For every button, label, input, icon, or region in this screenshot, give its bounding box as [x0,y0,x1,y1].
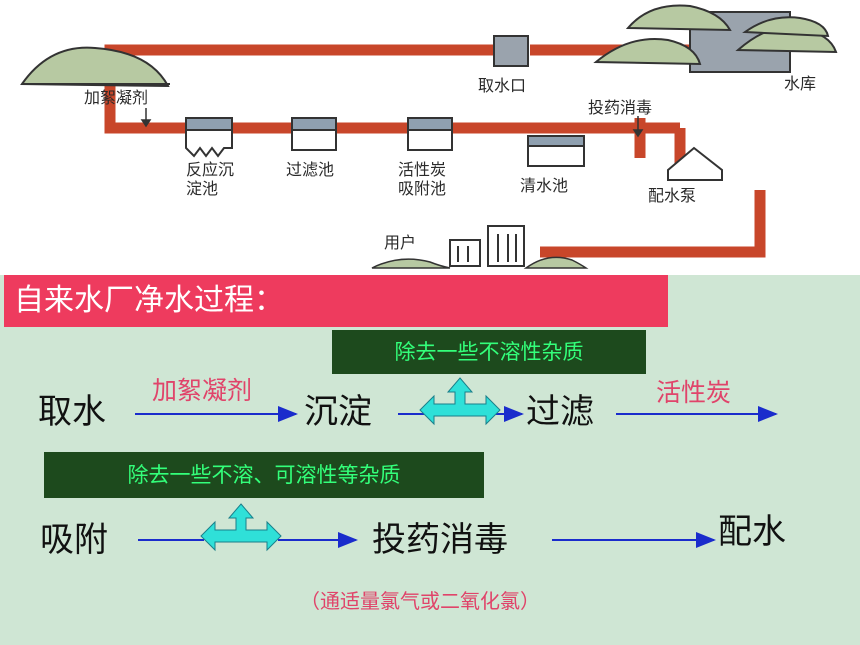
note-insoluble-impurities: 除去一些不溶性杂质 [332,330,646,374]
carbon-tank-icon [407,117,453,151]
step-take-water: 取水 [38,392,106,432]
step-disinfect: 投药消毒 [372,520,508,560]
step-adsorb: 吸附 [40,520,108,560]
note-soluble-impurities: 除去一些不溶、可溶性等杂质 [44,452,484,498]
process-title: 自来水厂净水过程： [4,275,668,327]
label-sedimentation: 反应沉 淀池 [186,160,235,198]
label-pump: 配水泵 [648,186,697,205]
label-carbon-tank: 活性炭 吸附池 [398,160,447,198]
label-disinfection: 投药消毒 [588,98,653,117]
label-users: 用户 [384,233,417,252]
small-arrows [140,108,644,138]
filter-tank-icon [291,117,337,151]
water-plant-schematic [20,4,838,269]
label-filter-tank: 过滤池 [286,160,335,179]
step-settle: 沉淀 [304,392,372,432]
sedimentation-tank-icon [185,117,233,158]
intake-icon [493,35,529,67]
label-arrow-coagulant: 加絮凝剂 [152,376,253,405]
label-intake: 取水口 [478,76,527,95]
pump-house-icon [667,146,723,181]
reservoir-icon [593,4,838,73]
clear-water-tank-icon [527,135,585,167]
label-clear-water-tank: 清水池 [520,176,569,195]
label-reservoir: 水库 [784,74,817,93]
users-buildings-icon [371,225,589,269]
step-filter: 过滤 [526,392,594,432]
label-coagulant: 加絮凝剂 [84,88,149,107]
left-hill-icon [20,46,170,88]
step-distribute: 配水 [718,512,786,552]
chlorine-note: （通适量氯气或二氧化氯） [300,589,540,613]
label-arrow-carbon: 活性炭 [656,378,732,407]
